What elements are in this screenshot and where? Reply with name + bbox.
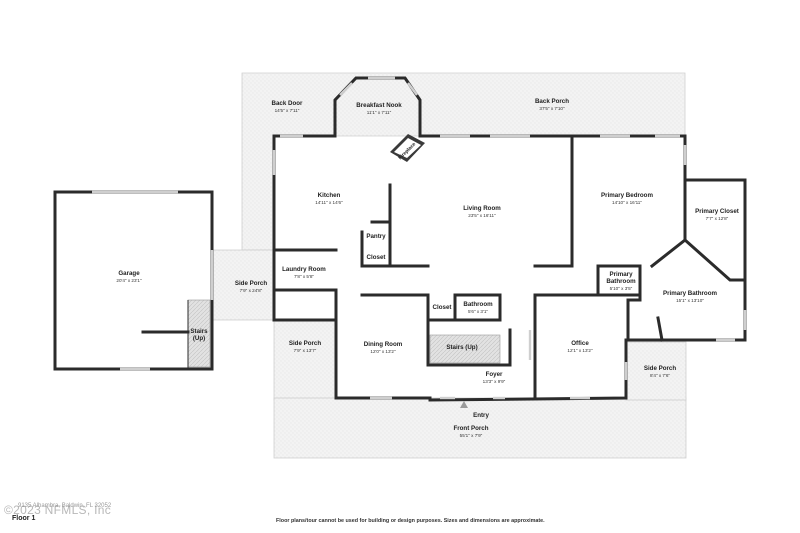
room-back-door: Back Door xyxy=(272,100,304,107)
room-side-porch-2: Side Porch xyxy=(289,340,322,347)
room-bathroom-dim: 5'6" x 3'1" xyxy=(468,309,488,314)
room-front-porch: Front Porch xyxy=(453,425,488,432)
room-stairs-garage: Stairs(Up) xyxy=(190,328,208,342)
room-front-porch-dim: 55'1" x 7'9" xyxy=(460,433,483,438)
room-office-dim: 12'1" x 13'2" xyxy=(567,348,593,353)
room-foyer-dim: 13'3" x 9'9" xyxy=(483,379,506,384)
room-breakfast-nook: Breakfast Nook xyxy=(356,102,402,109)
disclaimer: Floor plans/tour cannot be used for buil… xyxy=(276,518,545,524)
room-closet-2: Closet xyxy=(433,304,452,311)
garage-walls xyxy=(53,190,214,371)
room-living-room: Living Room xyxy=(463,205,501,212)
watermark: ©2023 NFMLS, Inc xyxy=(4,503,112,517)
room-primary-closet: Primary Closet xyxy=(695,208,739,215)
room-kitchen-dim: 14'11" x 14'6" xyxy=(315,200,343,205)
house-walls xyxy=(272,76,747,408)
watermark-address: 9135 Alhambra, Baldwin, FL 32052 xyxy=(18,503,112,509)
room-closet-1: Closet xyxy=(367,254,386,261)
room-primary-bathroom-dim: 15'1" x 13'10" xyxy=(676,298,704,303)
room-primary-closet-dim: 7'7" x 12'8" xyxy=(706,216,729,221)
room-primary-bathroom: Primary Bathroom xyxy=(663,290,717,297)
room-primary-bedroom: Primary Bedroom xyxy=(601,192,653,199)
room-primary-bathroom-small-dim: 5'10" x 3'5" xyxy=(610,286,633,291)
room-labels: Back Door 14'5" x 7'11" Breakfast Nook 1… xyxy=(116,98,738,438)
room-living-room-dim: 23'5" x 16'11" xyxy=(468,213,496,218)
room-pantry: Pantry xyxy=(366,233,386,240)
room-garage-dim: 20'4" x 23'1" xyxy=(116,278,142,283)
room-side-porch-2-dim: 7'9" x 13'7" xyxy=(294,348,317,353)
floor-label: Floor 1 xyxy=(12,515,36,522)
room-bathroom: Bathroom xyxy=(463,301,493,308)
room-primary-bedroom-dim: 14'10" x 16'11" xyxy=(612,200,642,205)
room-kitchen: Kitchen xyxy=(318,192,341,199)
room-dining-room: Dining Room xyxy=(364,341,403,348)
room-side-porch-3: Side Porch xyxy=(644,365,677,372)
room-back-door-dim: 14'5" x 7'11" xyxy=(275,108,300,113)
room-side-porch-1: Side Porch xyxy=(235,280,268,287)
room-garage: Garage xyxy=(118,270,140,277)
room-foyer: Foyer xyxy=(486,371,503,378)
room-stairs-main: Stairs (Up) xyxy=(446,344,477,351)
room-dining-room-dim: 12'0" x 13'2" xyxy=(370,349,396,354)
room-back-porch: Back Porch xyxy=(535,98,569,105)
room-laundry-room: Laundry Room xyxy=(282,266,326,273)
room-side-porch-3-dim: 8'4" x 7'6" xyxy=(650,373,670,378)
entry-arrow-icon xyxy=(460,401,468,408)
room-side-porch-1-dim: 7'9" x 24'8" xyxy=(240,288,263,293)
room-laundry-room-dim: 7'8" x 5'8" xyxy=(294,274,314,279)
room-breakfast-nook-dim: 11'1" x 7'11" xyxy=(367,110,392,115)
room-back-porch-dim: 37'5" x 7'10" xyxy=(539,106,565,111)
porch-areas xyxy=(211,72,687,459)
room-entry: Entry xyxy=(473,412,489,419)
room-office: Office xyxy=(571,340,589,347)
